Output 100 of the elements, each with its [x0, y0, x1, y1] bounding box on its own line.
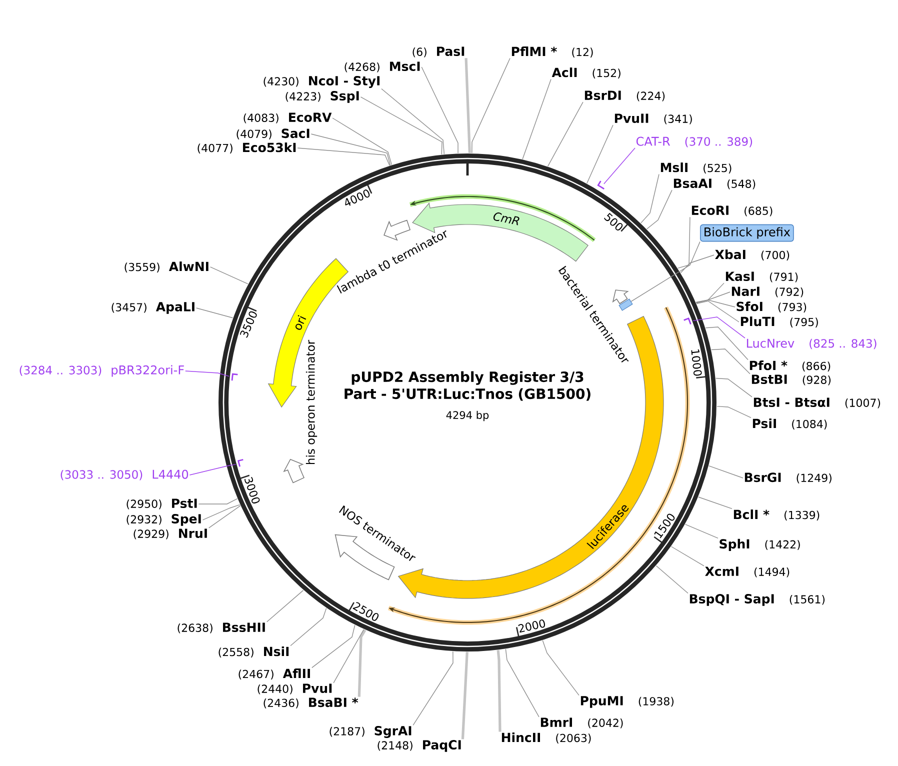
- leader-line: [412, 651, 454, 726]
- enzyme-label: HincII (2063): [502, 732, 591, 744]
- enzyme-label: BsrGI (1249): [744, 472, 832, 484]
- leader-line: [297, 148, 390, 166]
- scale-label: 3000: [244, 477, 260, 504]
- leader-line: [208, 505, 241, 528]
- primer-label: LucNrev (825 .. 843): [746, 338, 876, 350]
- enzyme-label: (4079) SacI: [236, 128, 310, 140]
- scale-label: 4000: [345, 190, 370, 206]
- leader-line: [198, 498, 238, 504]
- enzyme-label: (4268) MscI: [344, 62, 420, 72]
- leader-line: [708, 466, 744, 478]
- enzyme-label: PpuMI (1938): [580, 696, 674, 708]
- primer-mark: [237, 458, 244, 467]
- enzyme-label: (3457) ApaLI: [112, 302, 194, 314]
- scale-label: 2000: [518, 620, 546, 633]
- enzyme-label: (3559) AlwNI: [124, 262, 208, 272]
- enzyme-label: BsrDI (224): [584, 90, 665, 102]
- enzyme-label: (2932) SpeI: [126, 514, 201, 526]
- leader-line: [711, 348, 750, 374]
- leader-line: [677, 216, 690, 269]
- enzyme-label: BspQI - SapI (1561): [690, 594, 825, 606]
- enzyme-label: MslI (525): [660, 162, 732, 174]
- leader-line: [202, 504, 240, 520]
- scale-label: 3500: [240, 311, 257, 338]
- leader-line: [189, 464, 236, 476]
- leader-line: [670, 546, 704, 566]
- primer-mark: [231, 373, 238, 381]
- leader-line: [640, 174, 660, 224]
- leader-line: [266, 590, 304, 622]
- enzyme-label: BstBI (928): [752, 374, 831, 386]
- leader-line: [210, 266, 248, 284]
- enzyme-label: (6) PasI: [412, 46, 464, 58]
- enzyme-label: NarI (792): [732, 286, 804, 298]
- leader-line: [185, 370, 230, 377]
- leader-line: [698, 496, 732, 510]
- primer-label: (3033 .. 3050) L4440: [60, 470, 188, 480]
- leader-line: [360, 96, 442, 155]
- leader-line: [696, 300, 736, 308]
- leader-line: [358, 629, 366, 697]
- leader-line: [680, 254, 714, 274]
- leader-line: [656, 565, 688, 594]
- enzyme-label: (2929) NruI: [134, 528, 207, 540]
- leader-line: [505, 648, 540, 718]
- enzyme-label: KasI (791): [726, 272, 798, 282]
- leader-line: [464, 58, 471, 154]
- leader-line: [715, 378, 752, 398]
- leader-line: [472, 58, 510, 154]
- leader-line: [196, 308, 234, 318]
- enzyme-label: AclI (152): [552, 68, 620, 78]
- leader-line: [684, 524, 718, 538]
- primer-label: (3284 .. 3303) pBR322ori-F: [20, 365, 184, 377]
- enzyme-label: (2638) BssHII: [178, 622, 265, 634]
- enzyme-label: PvuII (341): [614, 114, 692, 124]
- enzyme-label: SfoI (793): [736, 302, 806, 312]
- enzyme-label: (4077) Eco53kI: [198, 142, 296, 154]
- enzyme-label: BtsI - BtsαI (1007): [754, 398, 880, 408]
- leader-line: [604, 148, 636, 184]
- feature-block: [618, 298, 633, 311]
- leader-line: [646, 190, 672, 230]
- enzyme-label: (2148) PaqCI: [378, 740, 461, 752]
- leader-line: [716, 406, 752, 418]
- leader-line: [461, 652, 468, 740]
- leader-line: [310, 134, 391, 166]
- leader-line: [381, 88, 445, 154]
- primer-mark: [684, 317, 692, 324]
- enzyme-label: BsaAI (548): [674, 178, 756, 190]
- leader-line: [692, 316, 746, 338]
- enzyme-label: BclI * (1339): [734, 510, 820, 520]
- leader-line: [696, 292, 730, 303]
- enzyme-label: (2467) AflII: [238, 668, 310, 680]
- enzyme-label: (4230) NcoI - StyI: [264, 76, 380, 88]
- leader-line: [332, 118, 392, 166]
- leader-line: [333, 629, 364, 684]
- leader-line: [421, 66, 458, 154]
- enzyme-label: (2436) BsaBI *: [264, 698, 358, 708]
- enzyme-label: SphI (1422): [720, 538, 800, 552]
- leader-line: [290, 608, 327, 646]
- sequence-length: 4294 bp: [446, 410, 489, 422]
- enzyme-label: (4083) EcoRV: [244, 112, 332, 124]
- leader-line: [547, 102, 584, 167]
- leader-line: [705, 326, 748, 360]
- feature-tag: BioBrick prefix: [700, 224, 794, 242]
- primer-label: CAT-R (370 .. 389): [636, 136, 752, 148]
- enzyme-label: (2950) PstI: [126, 498, 197, 510]
- enzyme-label: (2187) SgrAI: [330, 726, 412, 738]
- enzyme-label: PfoI * (866): [750, 360, 830, 372]
- leader-line: [496, 650, 502, 732]
- leader-line: [312, 624, 356, 668]
- enzyme-label: XcmI (1494): [705, 566, 790, 578]
- scale-label: 1000: [691, 349, 702, 376]
- leader-line: [696, 300, 740, 322]
- enzyme-label: PluTI (795): [740, 316, 818, 328]
- enzyme-label: (2440) PvuI: [258, 684, 332, 694]
- leader-line: [542, 640, 580, 696]
- enzyme-label: BmrI (2042): [540, 718, 623, 728]
- primer-mark: [597, 180, 604, 190]
- scale-label: 500: [604, 212, 623, 230]
- enzyme-label: (2558) NsiI: [218, 646, 289, 658]
- enzyme-label: XbaI (700): [715, 250, 790, 260]
